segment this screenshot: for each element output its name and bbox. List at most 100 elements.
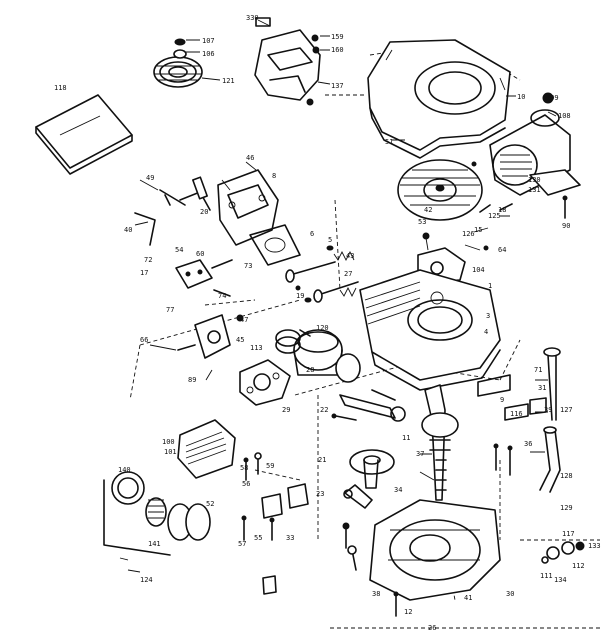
label-134: 134 — [554, 576, 567, 584]
label-36: 36 — [524, 440, 532, 448]
label-26: 26 — [428, 624, 436, 632]
fuel-tank-parts — [103, 471, 211, 556]
label-330: 330 — [246, 14, 259, 22]
label-46: 46 — [246, 154, 254, 162]
label-77: 77 — [166, 306, 174, 314]
label-89: 89 — [188, 376, 196, 384]
label-5: 5 — [328, 236, 332, 244]
label-15: 15 — [474, 226, 482, 234]
label-131: 131 — [528, 186, 541, 194]
label-59: 59 — [266, 462, 274, 470]
label-55: 55 — [254, 534, 262, 542]
cam-followers — [343, 484, 373, 509]
label-140: 140 — [118, 466, 131, 474]
label-33: 33 — [286, 534, 294, 542]
label-100: 100 — [162, 438, 175, 446]
label-159: 159 — [331, 33, 344, 41]
label-42: 42 — [424, 206, 432, 214]
label-126: 126 — [462, 230, 475, 238]
label-64: 64 — [498, 246, 506, 254]
gear-wheel — [153, 38, 203, 88]
carburetor — [239, 359, 291, 406]
oil-dipstick — [529, 347, 561, 421]
label-51: 51 — [385, 138, 393, 146]
label-72: 72 — [144, 256, 152, 264]
label-101: 101 — [164, 448, 177, 456]
label-66: 66 — [140, 336, 148, 344]
label-11: 11 — [402, 434, 410, 442]
label-118: 118 — [54, 84, 67, 92]
flywheel — [397, 159, 483, 221]
label-58: 58 — [240, 464, 248, 472]
label-56: 56 — [242, 480, 250, 488]
label-112: 112 — [572, 562, 585, 570]
label-57: 57 — [238, 540, 246, 548]
spark-plug — [134, 176, 211, 246]
connecting-rod — [339, 389, 406, 422]
label-113: 113 — [250, 344, 263, 352]
label-116: 116 — [510, 410, 523, 418]
label-124: 124 — [140, 576, 153, 584]
label-3: 3 — [486, 312, 490, 320]
label-19: 19 — [296, 292, 304, 300]
label-121: 121 — [222, 77, 235, 85]
label-104: 104 — [472, 266, 485, 274]
label-29: 29 — [282, 406, 290, 414]
drain-plug-cluster — [541, 541, 585, 564]
label-107: 107 — [202, 37, 215, 45]
governor-bracket — [177, 314, 244, 359]
label-111: 111 — [540, 572, 553, 580]
label-30: 30 — [506, 590, 514, 598]
label-4: 4 — [484, 328, 488, 336]
crankshaft — [421, 384, 459, 501]
throttle-plate — [175, 259, 233, 297]
piston — [275, 329, 361, 383]
control-bracket — [254, 17, 321, 106]
label-54: 54 — [175, 246, 183, 254]
engine-sump — [369, 499, 501, 601]
label-129: 129 — [560, 504, 573, 512]
label-49: 49 — [146, 174, 154, 182]
cylinder-block — [359, 269, 501, 391]
label-21: 21 — [318, 456, 326, 464]
label-38: 38 — [372, 590, 380, 598]
bolts — [241, 161, 568, 617]
label-17: 17 — [140, 269, 148, 277]
label-73: 73 — [244, 262, 252, 270]
label-106: 106 — [202, 50, 215, 58]
head-gasket — [249, 224, 301, 266]
label-130: 130 — [528, 176, 541, 184]
label-23: 23 — [316, 490, 324, 498]
label-108: 108 — [558, 112, 571, 120]
label-125: 125 — [488, 212, 501, 220]
muffler — [177, 419, 236, 479]
leader-lines — [119, 19, 557, 573]
label-20: 20 — [200, 208, 208, 216]
cylinder-head — [217, 169, 279, 246]
label-34: 34 — [394, 486, 402, 494]
label-117: 117 — [562, 530, 575, 538]
label-39: 39 — [544, 406, 552, 414]
label-31: 31 — [538, 384, 546, 392]
label-60: 60 — [196, 250, 204, 258]
label-37: 37 — [416, 450, 424, 458]
part-labels: 107 106 121 330 159 160 137 118 10 109 1… — [54, 14, 601, 632]
label-28: 28 — [306, 366, 314, 374]
label-90: 90 — [562, 222, 570, 230]
camshaft-gear — [349, 449, 395, 489]
label-12: 12 — [404, 608, 412, 616]
small-gaskets — [261, 374, 529, 595]
label-47: 47 — [240, 316, 248, 324]
label-41: 41 — [464, 594, 472, 602]
blower-housing — [367, 39, 511, 159]
label-45: 45 — [236, 336, 244, 344]
label-27: 27 — [344, 270, 352, 278]
label-43: 43 — [346, 252, 354, 260]
label-160: 160 — [331, 46, 344, 54]
label-22: 22 — [320, 406, 328, 414]
label-71: 71 — [534, 366, 542, 374]
label-133: 133 — [588, 542, 601, 550]
label-8: 8 — [272, 172, 276, 180]
